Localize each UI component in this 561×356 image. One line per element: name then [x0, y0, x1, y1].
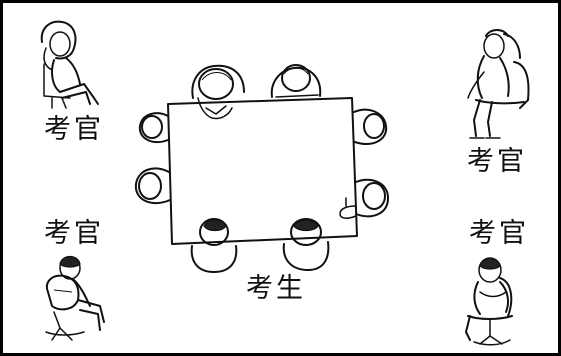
- candidate-top-left: [191, 64, 245, 120]
- candidate-bottom-right: [282, 218, 330, 271]
- candidate-left-upper: [138, 112, 169, 144]
- examiner-top-left-figure: [40, 20, 99, 109]
- examiner-label-top-left: 考官: [44, 114, 104, 145]
- examiner-top-right-figure: [467, 29, 530, 139]
- candidate-right-upper: [353, 108, 388, 145]
- candidates-label: 考生: [246, 273, 306, 304]
- examiner-bottom-left-figure: [45, 255, 105, 341]
- candidate-top-right: [270, 64, 322, 98]
- table-icon: [167, 97, 358, 245]
- candidate-right-lower: [339, 178, 389, 219]
- candidate-left-lower: [134, 167, 171, 205]
- examiner-label-bottom-right: 考官: [469, 218, 529, 249]
- examiner-label-top-right: 考官: [467, 146, 527, 177]
- examiner-bottom-right-figure: [465, 257, 513, 346]
- examiner-label-bottom-left: 考官: [44, 218, 104, 249]
- candidate-bottom-left: [190, 218, 238, 273]
